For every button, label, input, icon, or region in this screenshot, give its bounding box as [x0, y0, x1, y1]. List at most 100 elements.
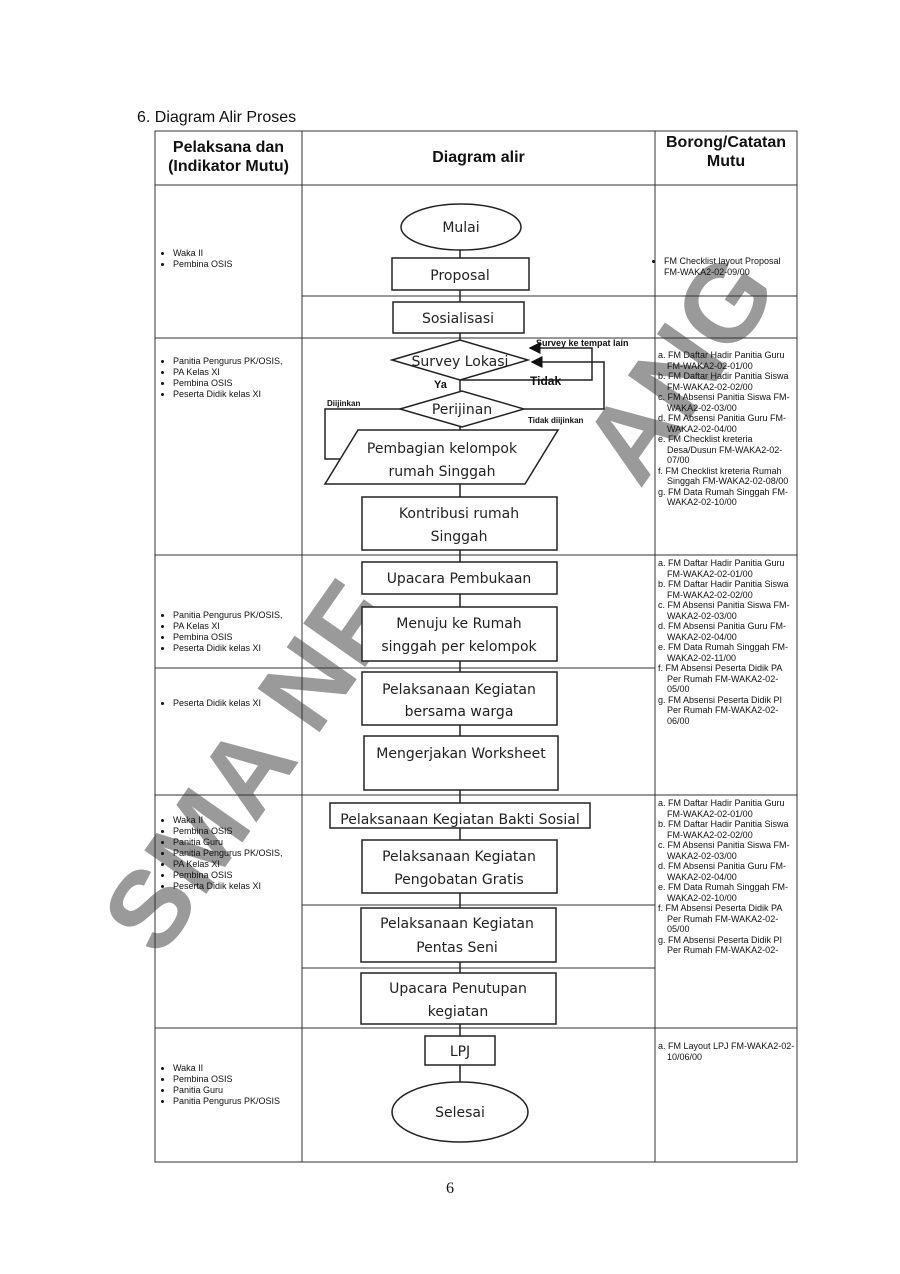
proposal-box — [391, 257, 530, 291]
list-item: Pembina OSIS — [173, 378, 303, 389]
list-item: a. FM Daftar Hadir Panitia Guru FM-WAKA2… — [658, 558, 785, 579]
list-item: d. FM Absensi Panitia Guru FM-WAKA2-02-0… — [658, 861, 787, 882]
catatan-list-3: a. FM Daftar Hadir Panitia Guru FM-WAKA2… — [657, 558, 795, 726]
pelaksana-list-2: Panitia Pengurus PK/OSIS, PA Kelas XI Pe… — [155, 356, 303, 400]
flow-worksheet: Mengerjakan Worksheet — [376, 746, 546, 762]
worksheet-box — [363, 735, 559, 791]
list-item: PA Kelas XI — [173, 859, 303, 870]
survey-decision — [389, 339, 531, 381]
kontribusi-box — [361, 496, 558, 551]
flow-perijinan: Perijinan — [432, 402, 492, 418]
pelaksana-list-6: Waka II Pembina OSIS Panitia Guru Paniti… — [155, 1063, 303, 1107]
list-item: f. FM Checklist kreteria Rumah Singgah F… — [658, 465, 789, 487]
list-item: d. FM Absensi Panitia Guru FM-WAKA2-02-0… — [658, 621, 787, 642]
header-diagram: Diagram alir — [432, 149, 525, 166]
flowchart — [323, 203, 605, 1143]
list-item: Panitia Guru — [173, 1085, 303, 1096]
pelaksana-list-3: Panitia Pengurus PK/OSIS, PA Kelas XI Pe… — [155, 610, 303, 654]
sosialisasi-box — [392, 301, 525, 334]
catatan-list-2: a. FM Daftar Hadir Panitia Guru FM-WAKA2… — [657, 350, 795, 508]
label-survey-lain: Survey ke tempat lain — [536, 338, 629, 348]
flow-mulai: Mulai — [442, 220, 479, 236]
list-item: Pembina OSIS — [173, 870, 303, 881]
pelaksana-list-5: Waka II Pembina OSIS Panitia Guru Paniti… — [155, 815, 303, 892]
list-item: Panitia Pengurus PK/OSIS — [173, 1096, 303, 1107]
page-number: 6 — [446, 1180, 454, 1197]
flow-warga-2: bersama warga — [405, 704, 514, 720]
header-pelaksana-line1: Pelaksana dan — [172, 139, 285, 156]
list-item: g. FM Absensi Peserta Didik PI Per Rumah… — [658, 934, 783, 956]
section-title: 6. Diagram Alir Proses — [137, 109, 297, 126]
flow-sosialisasi: Sosialisasi — [422, 311, 494, 327]
flow-penutupan-2: kegiatan — [428, 1004, 489, 1020]
bakti-box — [329, 802, 591, 829]
list-item: Peserta Didik kelas XI — [173, 881, 303, 892]
list-item: e. FM Data Rumah Singgah FM-WAKA2-02-10/… — [658, 882, 789, 903]
list-item: b. FM Daftar Hadir Panitia Siswa FM-WAKA… — [658, 371, 789, 392]
pentas-box — [360, 907, 557, 963]
list-item: Pembina OSIS — [173, 1074, 303, 1085]
flow-kontribusi: Kontribusi rumah — [399, 506, 519, 522]
header-catatan-line1: Borong/Catatan — [666, 134, 786, 151]
list-item: g. FM Data Rumah Singgah FM-WAKA2-02-10/… — [658, 486, 789, 508]
list-item: Panitia Pengurus PK/OSIS, — [173, 610, 303, 621]
flow-lpj: LPJ — [450, 1044, 470, 1060]
list-item: g. FM Absensi Peserta Didik PI Per Rumah… — [658, 694, 783, 726]
list-item: b. FM Daftar Hadir Panitia Siswa FM-WAKA… — [658, 579, 789, 600]
list-item: Peserta Didik kelas XI — [173, 389, 303, 400]
header-pelaksana: Pelaksana dan (Indikator Mutu) — [155, 138, 302, 176]
start-terminator — [400, 203, 522, 251]
list-item: Panitia Pengurus PK/OSIS, — [173, 356, 303, 367]
list-item: PA Kelas XI — [173, 621, 303, 632]
list-item: Pembina OSIS — [173, 259, 303, 270]
list-item: e. FM Checklist kreteria Desa/Dusun FM-W… — [658, 434, 783, 465]
flow-pengobatan: Pelaksanaan Kegiatan — [382, 849, 536, 865]
table-grid — [154, 130, 798, 1163]
list-item: d. FM Absensi Panitia Guru FM-WAKA2-02-0… — [658, 413, 787, 434]
catatan-list-5: a. FM Layout LPJ FM-WAKA2-02-10/06/00 — [657, 1041, 795, 1062]
flow-kontribusi-2: Singgah — [431, 529, 488, 545]
pelaksana-list-4: Peserta Didik kelas XI — [155, 698, 303, 709]
header-pelaksana-line2: (Indikator Mutu) — [168, 158, 289, 175]
flow-pembagian-2: rumah Singgah — [388, 464, 495, 480]
flow-menuju-2: singgah per kelompok — [381, 639, 537, 655]
list-item: Waka II — [173, 1063, 303, 1074]
list-item: a. FM Daftar Hadir Panitia Guru FM-WAKA2… — [658, 350, 785, 371]
list-item: Peserta Didik kelas XI — [173, 643, 303, 654]
list-item: Pembina OSIS — [173, 826, 303, 837]
flow-pentas-2: Pentas Seni — [416, 940, 498, 956]
label-diijinkan: Diijinkan — [327, 399, 360, 408]
flow-pentas: Pelaksanaan Kegiatan — [380, 916, 534, 932]
label-tidak: Tidak — [530, 374, 561, 388]
pengobatan-box — [361, 839, 558, 894]
list-item: Waka II — [173, 248, 303, 259]
list-item: PA Kelas XI — [173, 367, 303, 378]
list-item: Pembina OSIS — [173, 632, 303, 643]
list-item: c. FM Absensi Panitia Siswa FM-WAKA2-02-… — [658, 600, 790, 621]
header-catatan-line2: Mutu — [706, 153, 746, 170]
end-terminator — [391, 1081, 529, 1143]
list-item: c. FM Absensi Panitia Siswa FM-WAKA2-02-… — [658, 392, 790, 413]
flow-pengobatan-2: Pengobatan Gratis — [394, 872, 524, 888]
list-item: e. FM Data Rumah Singgah FM-WAKA2-02-11/… — [658, 642, 789, 663]
perijinan-decision — [397, 390, 527, 428]
list-item: Panitia Guru — [173, 837, 303, 848]
catatan-list-1: FM Checklist layout Proposal FM-WAKA2-02… — [648, 256, 792, 278]
flow-survey: Survey Lokasi — [412, 354, 509, 370]
flow-bakti: Pelaksanaan Kegiatan Bakti Sosial — [340, 812, 579, 828]
flow-pembagian: Pembagian kelompok — [367, 441, 518, 457]
catatan-list-4: a. FM Daftar Hadir Panitia Guru FM-WAKA2… — [657, 798, 795, 956]
flow-penutupan: Upacara Penutupan — [389, 981, 527, 997]
list-item: b. FM Daftar Hadir Panitia Siswa FM-WAKA… — [658, 819, 789, 840]
upacara-pembukaan-box — [361, 561, 558, 595]
list-item: f. FM Absensi Peserta Didik PA Per Rumah… — [658, 663, 782, 694]
label-tidak-diijinkan: Tidak diijinkan — [528, 416, 584, 425]
label-ya: Ya — [434, 379, 448, 391]
list-item: a. FM Layout LPJ FM-WAKA2-02-10/06/00 — [658, 1041, 795, 1062]
flow-selesai: Selesai — [435, 1105, 485, 1121]
warga-box — [361, 671, 558, 726]
pelaksana-list-1: Waka II Pembina OSIS — [155, 248, 303, 270]
flow-upacara-pembukaan: Upacara Pembukaan — [387, 571, 532, 587]
list-item: Waka II — [173, 815, 303, 826]
